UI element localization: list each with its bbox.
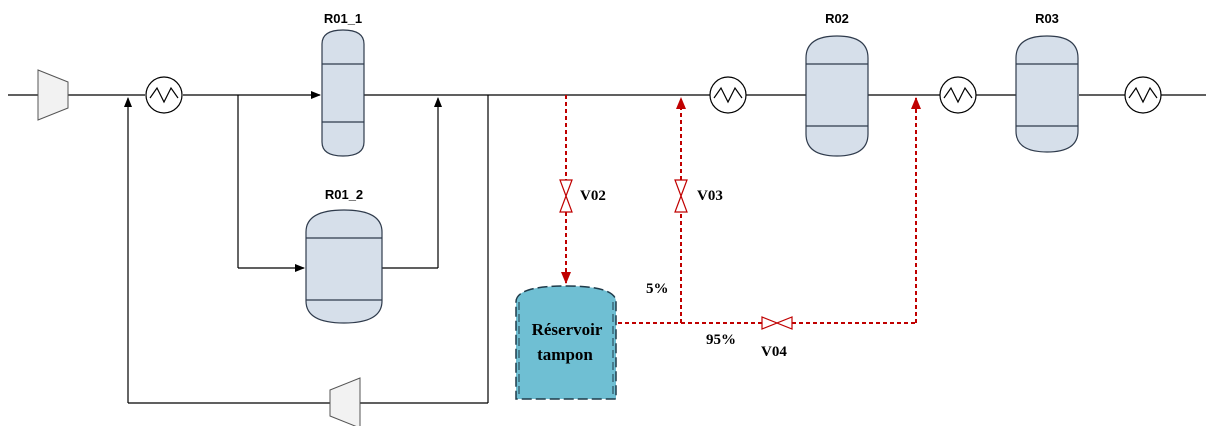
recycle-loop [124, 95, 489, 404]
valve-v02 [559, 179, 573, 213]
buffer-tank-label-line2: tampon [537, 345, 593, 364]
r01-2-branch [237, 95, 442, 272]
reactor-r01-2-label: R01_2 [325, 187, 363, 202]
valve-v03-label: V03 [697, 188, 723, 204]
valve-v04-label: V04 [761, 344, 787, 360]
reactor-r03 [1015, 35, 1079, 153]
feed-compressor [37, 69, 69, 121]
heat-exchanger-4 [1124, 76, 1162, 114]
recycle-compressor [329, 377, 361, 426]
buffer-tank [515, 285, 617, 400]
reactor-r01-1-label: R01_1 [324, 11, 362, 26]
valve-v02-label: V02 [580, 188, 606, 204]
reactor-r02-label: R02 [825, 11, 849, 26]
split-95-percent-label: 95% [706, 332, 736, 348]
heat-exchanger-1 [145, 76, 183, 114]
reactor-r01-2 [305, 209, 383, 324]
reactor-r02 [805, 35, 869, 157]
reactor-r03-label: R03 [1035, 11, 1059, 26]
heat-exchanger-2 [709, 76, 747, 114]
split-5-percent-label: 5% [646, 281, 669, 297]
buffer-tank-label-line1: Réservoir [532, 320, 603, 339]
valve-v03 [674, 179, 688, 213]
heat-exchanger-3 [939, 76, 977, 114]
reactor-r01-1 [321, 29, 365, 157]
valve-v04 [761, 316, 793, 330]
bypass-lines [561, 95, 921, 324]
